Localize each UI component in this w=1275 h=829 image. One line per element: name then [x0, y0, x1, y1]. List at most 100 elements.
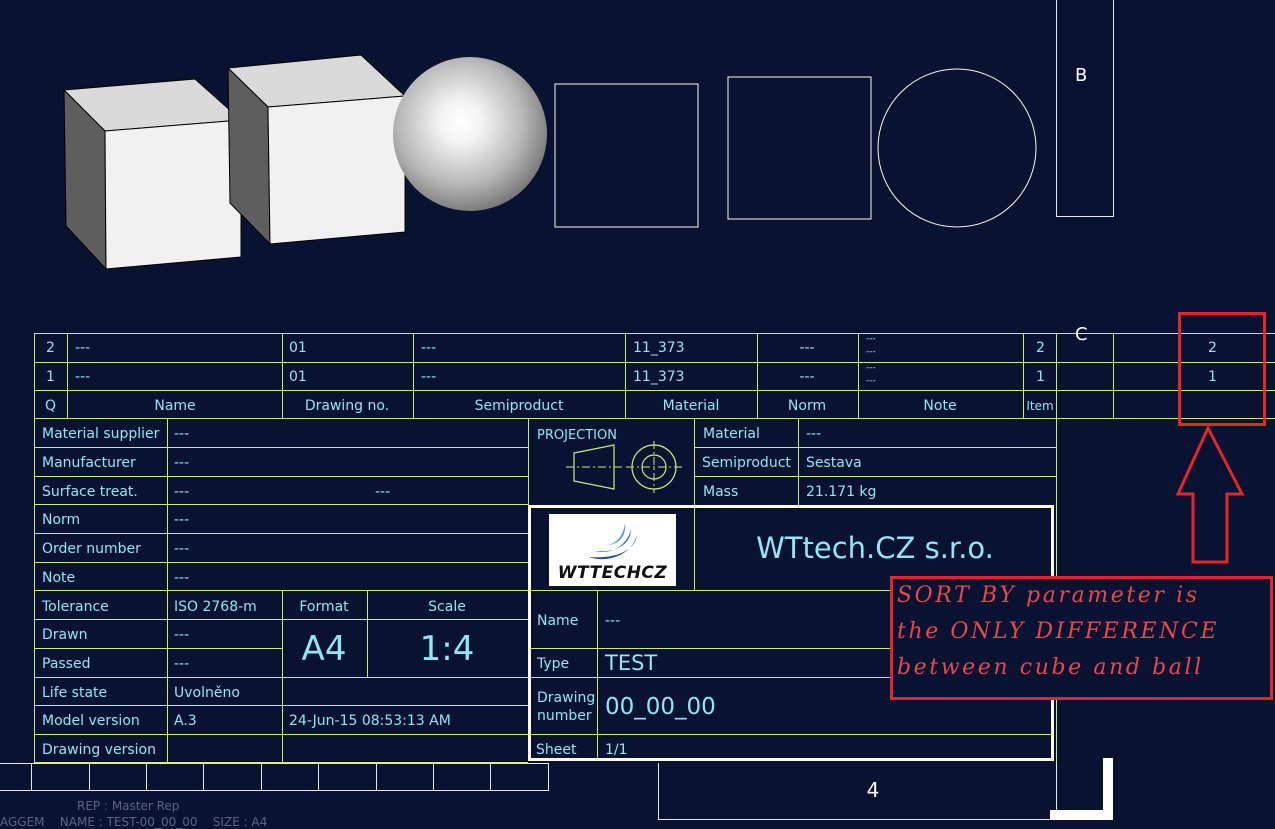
- model-views[interactable]: [0, 0, 1060, 300]
- surface-treat-label: Surface treat.: [42, 484, 138, 500]
- norm-label: Norm: [42, 512, 81, 528]
- table-line: [34, 677, 528, 678]
- table-line: [34, 504, 528, 505]
- frame-line: [658, 763, 659, 820]
- rep-status: REP : Master Rep: [77, 799, 180, 813]
- frame-line: [490, 763, 491, 791]
- scale-value: 1:4: [419, 629, 475, 669]
- table-line: [694, 508, 695, 590]
- frame-line: [203, 763, 204, 791]
- sphere-model[interactable]: [393, 57, 547, 211]
- callout-line-3: between cube and ball: [897, 655, 1204, 680]
- drawing-status: AGGEM NAME : TEST-00_00_00 SIZE : A4: [0, 815, 268, 829]
- bom-item: 2: [1036, 340, 1045, 356]
- manufacturer-label: Manufacturer: [42, 455, 136, 471]
- table-line: [367, 590, 368, 678]
- frame-line: [0, 763, 548, 764]
- bom-header-item: Item: [1026, 399, 1054, 413]
- tolerance-label: Tolerance: [42, 599, 109, 615]
- table-line: [625, 333, 626, 419]
- sheet-label: Sheet: [536, 742, 577, 758]
- cube-2-model[interactable]: [226, 54, 407, 246]
- surface-treat-value-2: ---: [375, 484, 391, 500]
- right-material-value: ---: [806, 426, 822, 442]
- drawing-number-label: Drawing: [537, 690, 596, 706]
- bom-header-q: Q: [45, 398, 57, 414]
- table-line: [282, 590, 283, 763]
- bom-drawing-no: 01: [289, 340, 307, 356]
- bom-sort-value: 2: [1208, 340, 1217, 356]
- circle-view[interactable]: [877, 68, 1037, 228]
- zone-label-4: 4: [866, 778, 880, 802]
- model-version-value: A.3: [174, 713, 197, 729]
- norm-value: ---: [174, 512, 190, 528]
- order-number-value: ---: [174, 541, 190, 557]
- table-line: [34, 648, 282, 649]
- title-name-label: Name: [537, 613, 579, 629]
- table-line: [531, 677, 1051, 678]
- frame-line: [376, 763, 377, 791]
- callout-line-1: SORT BY parameter is: [897, 583, 1200, 608]
- table-line: [34, 333, 35, 763]
- table-line: [67, 333, 68, 419]
- zone-label-c: C: [1075, 324, 1088, 345]
- frame-line: [433, 763, 434, 791]
- drawn-label: Drawn: [42, 627, 88, 643]
- bom-material: 11_373: [633, 369, 685, 385]
- life-state-value: Uvolněno: [174, 685, 240, 701]
- corner-mark: [1103, 758, 1113, 820]
- table-line: [34, 418, 1275, 419]
- manufacturer-value: ---: [174, 455, 190, 471]
- square-view-1[interactable]: [554, 83, 699, 228]
- bom-sort-value: 1: [1208, 369, 1217, 385]
- drawing-version-label: Drawing version: [42, 742, 156, 758]
- callout-line-2: the ONLY DIFFERENCE: [897, 619, 1220, 644]
- drawing-number-value: 00_00_00: [605, 694, 716, 720]
- table-line: [531, 648, 1051, 649]
- bom-header-drawing-no: Drawing no.: [304, 398, 390, 414]
- logo-text: WTTECHCZ: [557, 563, 668, 583]
- table-line: [1113, 333, 1114, 419]
- table-line: [34, 762, 528, 763]
- frame-line: [0, 790, 548, 791]
- table-line: [34, 447, 528, 448]
- table-line: [34, 590, 528, 591]
- note-label: Note: [42, 570, 76, 586]
- bom-q: 1: [46, 369, 55, 385]
- frame-line: [318, 763, 319, 791]
- table-line: [413, 333, 414, 419]
- bom-q: 2: [46, 340, 55, 356]
- order-number-label: Order number: [42, 541, 141, 557]
- square-view-2[interactable]: [727, 76, 872, 220]
- logo-swoosh-icon: [589, 523, 637, 560]
- title-name-value: ---: [605, 613, 621, 629]
- title-type-value: TEST: [605, 651, 658, 675]
- drawing-number-label-2: number: [537, 708, 592, 724]
- mass-value: 21.171 kg: [806, 484, 877, 500]
- right-semiproduct-label: Semiproduct: [702, 455, 791, 471]
- projection-label: PROJECTION: [537, 428, 617, 443]
- table-line: [1056, 333, 1057, 763]
- table-line: [34, 476, 528, 477]
- table-line: [167, 419, 168, 763]
- table-line: [757, 333, 758, 419]
- table-line: [531, 734, 1051, 735]
- table-line: [798, 419, 799, 505]
- frame-line: [1056, 763, 1057, 820]
- note-value: ---: [174, 570, 190, 586]
- table-line: [858, 333, 859, 419]
- table-line: [34, 562, 528, 563]
- bom-header-name: Name: [154, 398, 196, 414]
- table-line: [34, 362, 1275, 363]
- sheet-value: 1/1: [605, 742, 628, 758]
- life-state-label: Life state: [42, 685, 108, 701]
- first-angle-projection-icon: [566, 441, 682, 493]
- cube-1-model[interactable]: [62, 78, 243, 271]
- passed-value: ---: [174, 656, 190, 672]
- table-line: [34, 333, 1275, 334]
- title-type-label: Type: [537, 656, 570, 672]
- frame-line: [31, 763, 32, 791]
- table-line: [34, 705, 528, 706]
- material-supplier-label: Material supplier: [42, 426, 160, 442]
